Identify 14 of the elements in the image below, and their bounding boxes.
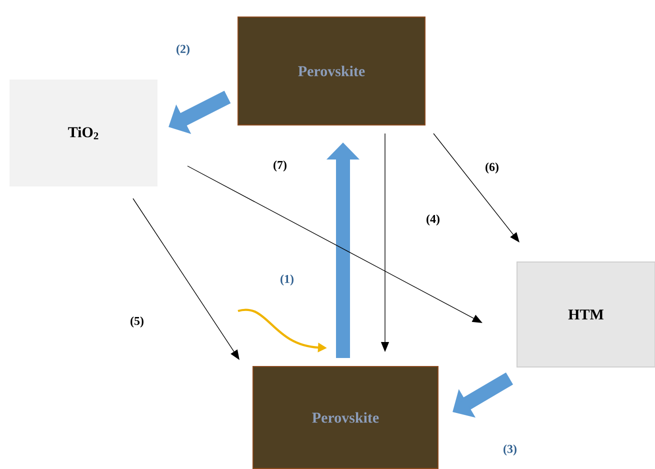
- material-box: HTM: [516, 262, 655, 368]
- edge-label: (3): [504, 444, 516, 456]
- edge-label: (5): [130, 316, 144, 328]
- material-box: TiO$_{2}$: [10, 80, 158, 186]
- edge-label: (4): [426, 214, 440, 226]
- arrow: [433, 133, 520, 242]
- arrow: [132, 198, 240, 360]
- material-layer-box: Perovskite: [238, 16, 426, 126]
- edge-label: (2): [176, 44, 190, 56]
- material-layer-box: Perovskite: [252, 366, 438, 469]
- edge-label: (6): [486, 162, 498, 174]
- edge-label: (1): [280, 274, 294, 286]
- arrow: [187, 166, 482, 323]
- edge-label: (7): [274, 160, 286, 172]
